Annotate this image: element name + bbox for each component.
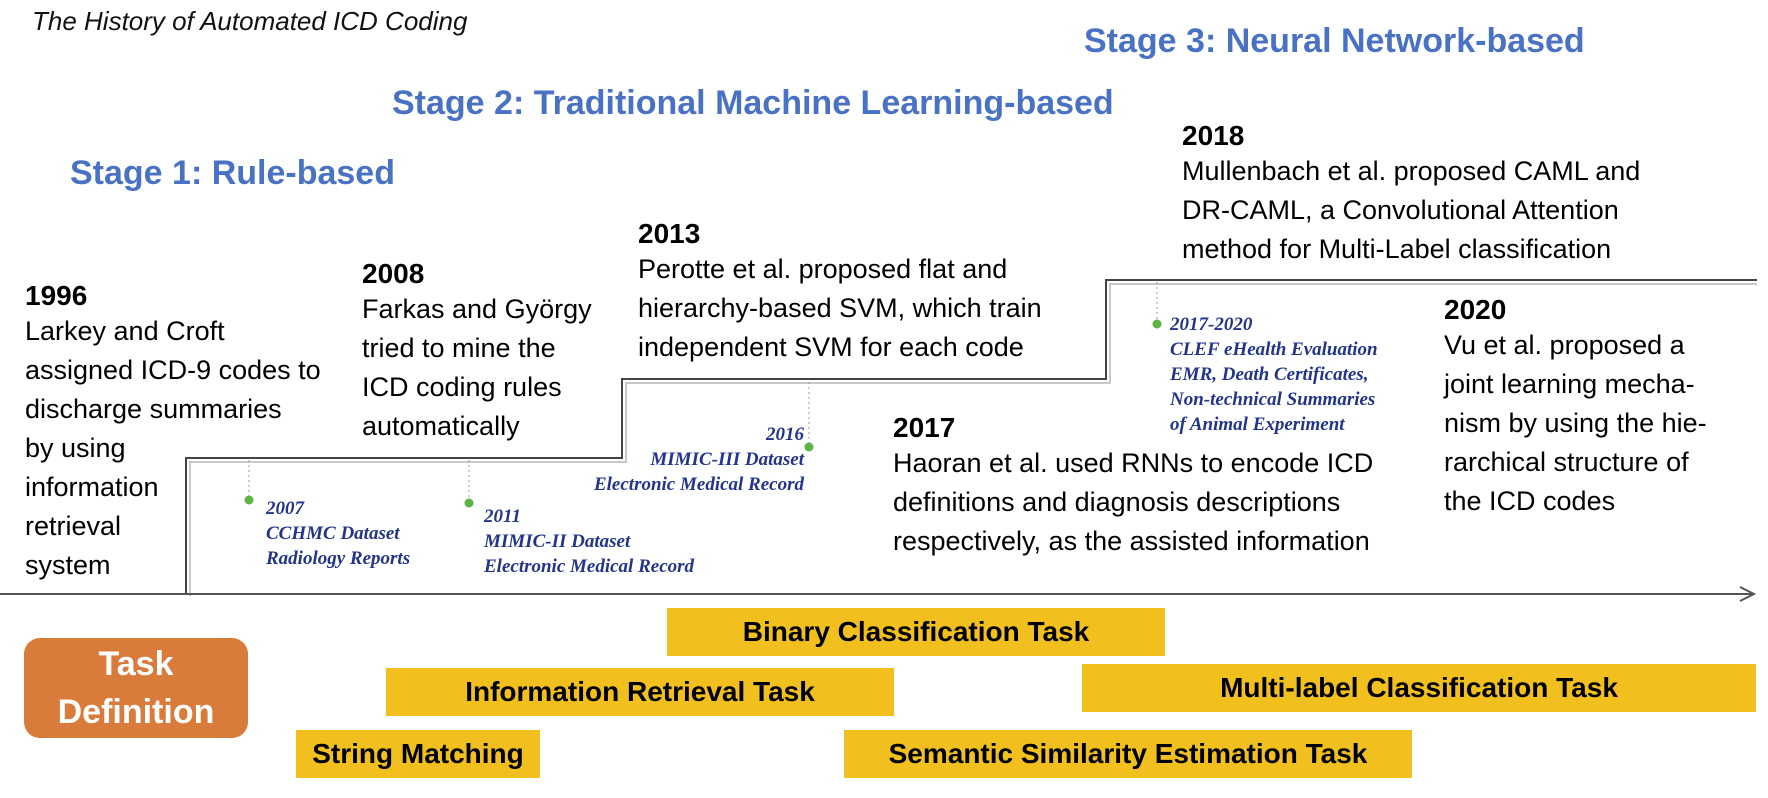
desc-line: discharge summaries <box>25 394 282 424</box>
task-bar-string-matching: String Matching <box>296 730 540 778</box>
event-description: Haoran et al. used RNNs to encode ICD de… <box>893 444 1373 561</box>
desc-line: by using <box>25 433 126 463</box>
desc-line: DR-CAML, a Convolutional Attention <box>1182 195 1619 225</box>
event-description: Vu et al. proposed a joint learning mech… <box>1444 326 1707 521</box>
desc-line: Farkas and György <box>362 294 592 324</box>
marker-dot-2017 <box>1152 319 1162 329</box>
event-2018: 2018 Mullenbach et al. proposed CAML and… <box>1182 120 1640 269</box>
dataset-name: CLEF eHealth Evaluation <box>1170 339 1378 360</box>
event-year: 2017 <box>893 412 956 443</box>
dataset-name: MIMIC-III Dataset <box>650 449 804 470</box>
event-year: 1996 <box>25 280 88 311</box>
dataset-year: 2011 <box>484 506 521 527</box>
event-year: 2020 <box>1444 294 1507 325</box>
dataset-year: 2017-2020 <box>1170 314 1253 335</box>
task-bar-binary: Binary Classification Task <box>667 608 1165 656</box>
desc-line: retrieval <box>25 511 122 541</box>
dataset-type: Electronic Medical Record <box>484 556 695 577</box>
stage-staircase-shadow <box>189 283 1757 596</box>
dataset-2017-2020: 2017-2020 CLEF eHealth Evaluation EMR, D… <box>1170 312 1378 437</box>
event-year: 2013 <box>638 218 701 249</box>
dataset-2011: 2011 MIMIC-II Dataset Electronic Medical… <box>484 504 694 579</box>
desc-line: automatically <box>362 411 520 441</box>
event-year: 2008 <box>362 258 425 289</box>
stage-3-label: Stage 3: Neural Network-based <box>1084 22 1585 60</box>
dataset-year: 2007 <box>266 498 304 519</box>
dataset-name: MIMIC-II Dataset <box>484 531 631 552</box>
desc-line: Haoran et al. used RNNs to encode ICD <box>893 448 1374 478</box>
desc-line: Larkey and Croft <box>25 316 225 346</box>
desc-line: tried to mine the <box>362 333 556 363</box>
event-2017: 2017 Haoran et al. used RNNs to encode I… <box>893 412 1373 561</box>
desc-line: information <box>25 472 159 502</box>
desc-line: Perotte et al. proposed flat and <box>638 254 1008 284</box>
desc-line: system <box>25 550 111 580</box>
desc-line: hierarchy-based SVM, which train <box>638 293 1042 323</box>
timeline-arrowhead <box>1739 586 1757 602</box>
event-2020: 2020 Vu et al. proposed a joint learning… <box>1444 294 1707 521</box>
event-description: Mullenbach et al. proposed CAML and DR-C… <box>1182 152 1640 269</box>
event-1996: 1996 Larkey and Croft assigned ICD-9 cod… <box>25 280 321 585</box>
event-year: 2018 <box>1182 120 1245 151</box>
stage-1-label: Stage 1: Rule-based <box>70 154 395 192</box>
desc-line: definitions and diagnosis descriptions <box>893 487 1341 517</box>
desc-line: assigned ICD-9 codes to <box>25 355 321 385</box>
desc-line: Mullenbach et al. proposed CAML and <box>1182 156 1641 186</box>
desc-line: joint learning mecha- <box>1444 369 1695 399</box>
dataset-type: Radiology Reports <box>266 548 411 569</box>
dataset-type: Non-technical Summaries <box>1170 389 1376 410</box>
dataset-2016: 2016 MIMIC-III Dataset Electronic Medica… <box>560 422 804 497</box>
stage-staircase <box>185 279 1757 594</box>
desc-line: respectively, as the assisted informatio… <box>893 526 1370 556</box>
task-definition-line: Task <box>98 645 174 683</box>
event-description: Larkey and Croft assigned ICD-9 codes to… <box>25 312 321 585</box>
task-definition-line: Definition <box>57 693 215 731</box>
dataset-name: CCHMC Dataset <box>266 523 400 544</box>
desc-line: method for Multi-Label classification <box>1182 234 1612 264</box>
desc-line: ICD coding rules <box>362 372 562 402</box>
desc-line: the ICD codes <box>1444 486 1616 516</box>
task-bar-information-retrieval: Information Retrieval Task <box>386 668 894 716</box>
desc-line: Vu et al. proposed a <box>1444 330 1685 360</box>
page-title: The History of Automated ICD Coding <box>32 6 468 36</box>
dataset-type: of Animal Experiment <box>1170 414 1345 435</box>
task-bar-multi-label: Multi-label Classification Task <box>1082 664 1756 712</box>
event-2013: 2013 Perotte et al. proposed flat and hi… <box>638 218 1042 367</box>
marker-dot-2016 <box>804 442 814 452</box>
event-description: Perotte et al. proposed flat and hierarc… <box>638 250 1042 367</box>
dataset-type: Electronic Medical Record <box>593 474 804 495</box>
desc-line: rarchical structure of <box>1444 447 1689 477</box>
dataset-type: EMR, Death Certificates, <box>1170 364 1369 385</box>
task-definition-box: Task Definition <box>24 638 248 738</box>
event-2008: 2008 Farkas and György tried to mine the… <box>362 258 592 446</box>
dataset-year: 2016 <box>766 424 804 445</box>
marker-dot-2007 <box>244 495 254 505</box>
desc-line: independent SVM for each code <box>638 332 1024 362</box>
task-bar-semantic-similarity: Semantic Similarity Estimation Task <box>844 730 1412 778</box>
stage-2-label: Stage 2: Traditional Machine Learning-ba… <box>392 84 1114 122</box>
desc-line: nism by using the hie- <box>1444 408 1707 438</box>
marker-dot-2011 <box>464 498 474 508</box>
dataset-2007: 2007 CCHMC Dataset Radiology Reports <box>266 496 410 571</box>
event-description: Farkas and György tried to mine the ICD … <box>362 290 592 446</box>
